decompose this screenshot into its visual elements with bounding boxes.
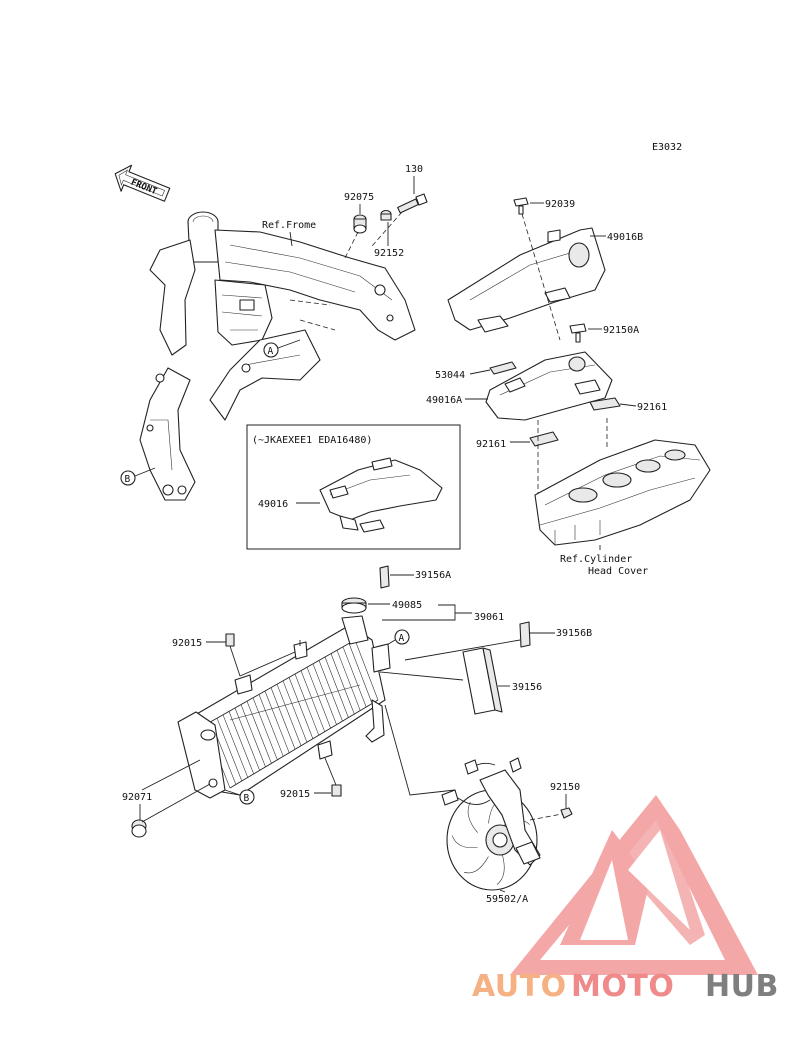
frame-assembly: Ref.Frome 130 92075 92152 A B	[120, 164, 428, 501]
callout-a-upper: A	[268, 346, 274, 357]
radiator-fin	[342, 646, 367, 708]
automotohub-logo: AUTO MOTO HUB	[472, 795, 779, 1004]
callout-a-lower: A	[399, 633, 405, 644]
label-92161-left: 92161	[476, 439, 506, 450]
radiator-fin	[294, 673, 320, 736]
radiator-fin	[270, 687, 296, 750]
callout-a-lower-icon	[394, 629, 410, 645]
radiator-fin	[264, 690, 290, 753]
radiator-fin	[258, 694, 284, 757]
bolt-92150a	[569, 323, 587, 343]
ref-cylinder-label-2: Head Cover	[588, 566, 648, 577]
grommet-92152	[380, 209, 392, 221]
fan-blade	[463, 856, 489, 874]
radiator-fin	[330, 653, 355, 715]
radiator-fin	[240, 704, 266, 767]
radiator-fin	[228, 711, 254, 775]
bolt-92039	[513, 197, 529, 215]
callout-b-left-icon	[120, 470, 136, 486]
radiator-cap-49085	[341, 597, 367, 614]
damper-92161-right	[589, 397, 621, 411]
damper-39156b	[519, 621, 531, 648]
callout-b-lower: B	[244, 793, 250, 804]
damper-92161-left	[529, 431, 559, 447]
label-53044: 53044	[435, 370, 465, 381]
radiator-fin	[246, 701, 272, 764]
label-39061: 39061	[474, 612, 504, 623]
logo-text-hub: HUB	[705, 969, 779, 1004]
fan-blade	[496, 853, 505, 885]
label-39156: 39156	[512, 682, 542, 693]
fastener-92015-lower	[331, 784, 342, 797]
grommet-92071	[131, 819, 147, 838]
label-49085: 49085	[392, 600, 422, 611]
damper-39156	[462, 647, 503, 715]
label-92015-upper: 92015	[172, 638, 202, 649]
front-arrow-icon: FRONT	[114, 164, 171, 202]
radiator-fin	[336, 650, 361, 711]
inset-box: (~JKAEXEE1 EDA16480) 49016	[246, 424, 461, 550]
fan-blade	[467, 802, 478, 833]
heat-cover-49016a	[485, 351, 613, 421]
ref-frame-label: Ref.Frome	[262, 220, 316, 231]
radiator-fin	[234, 707, 260, 771]
damper-39156a	[379, 565, 390, 589]
label-92150a: 92150A	[603, 325, 639, 336]
label-92161-right: 92161	[637, 402, 667, 413]
heat-cover-49016b	[447, 227, 606, 333]
label-92015-lower: 92015	[280, 789, 310, 800]
radiator-fin	[288, 677, 314, 739]
label-92075: 92075	[344, 192, 374, 203]
label-49016b: 49016B	[607, 232, 643, 243]
fan-assembly-59502a	[441, 757, 541, 891]
label-92150: 92150	[550, 782, 580, 793]
label-49016a: 49016A	[426, 395, 462, 406]
radiator-fin	[306, 667, 331, 729]
radiator-fin	[276, 684, 302, 746]
label-92039: 92039	[545, 199, 575, 210]
callout-b-lower-icon	[239, 789, 255, 805]
radiator-fin	[252, 697, 278, 760]
collar-92075	[353, 214, 367, 234]
fastener-92015-upper	[225, 633, 235, 647]
label-39156a: 39156A	[415, 570, 451, 581]
radiator-fin	[354, 639, 379, 701]
radiator-fin	[282, 680, 308, 743]
callout-a-upper-icon	[263, 342, 279, 358]
radiator-fin	[318, 660, 343, 722]
radiator-fin	[324, 656, 349, 718]
callout-b-left: B	[125, 474, 131, 485]
inset-condition: (~JKAEXEE1 EDA16480)	[252, 435, 372, 446]
bolt-130	[397, 193, 428, 214]
label-49016: 49016	[258, 499, 288, 510]
label-92152: 92152	[374, 248, 404, 259]
ref-cylinder-label-1: Ref.Cylinder	[560, 554, 632, 565]
radiator-fin	[216, 718, 243, 782]
damper-53044	[489, 361, 517, 375]
logo-triangle-icon	[510, 795, 758, 975]
label-130: 130	[405, 164, 423, 175]
diagram-code: E3032	[652, 142, 682, 153]
logo-text-auto: AUTO	[472, 969, 567, 1004]
label-59502a: 59502/A	[486, 894, 528, 905]
label-92071: 92071	[122, 792, 152, 803]
radiator-fin	[300, 670, 325, 732]
radiator	[177, 615, 391, 799]
cylinder-head-cover	[534, 439, 711, 546]
label-39156b: 39156B	[556, 628, 592, 639]
heat-cover-49016	[319, 457, 443, 533]
nut-92150	[560, 807, 573, 819]
radiator-fin	[348, 643, 373, 704]
logo-text-moto: MOTO	[571, 969, 674, 1004]
fan-blade	[451, 835, 478, 849]
radiator-fin	[222, 714, 249, 778]
